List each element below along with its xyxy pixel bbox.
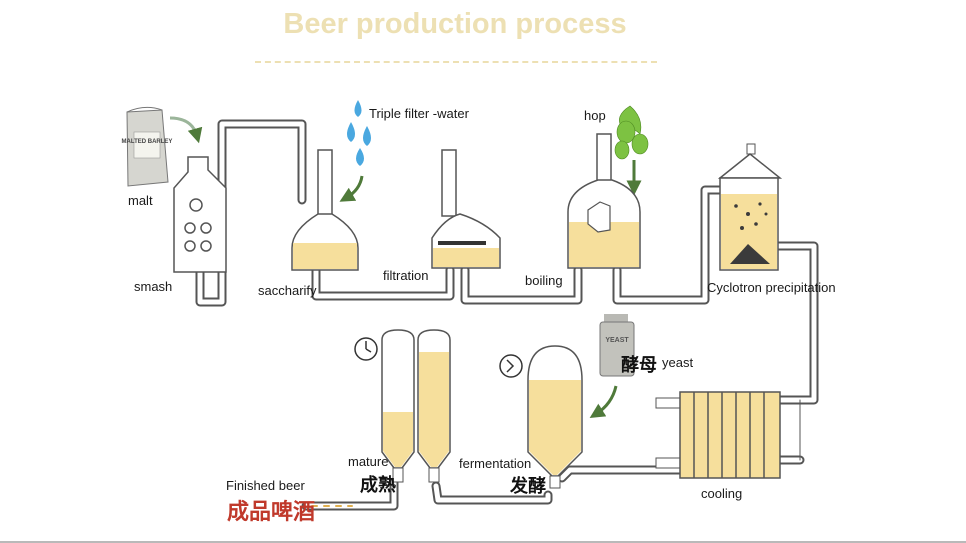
clock-icon — [354, 337, 378, 361]
label-fermentation-cn: 发酵 — [510, 476, 546, 497]
label-cooling: cooling — [701, 486, 743, 501]
malt-bag-icon — [126, 106, 203, 187]
label-hop: hop — [584, 108, 606, 123]
cooling-exchanger — [655, 391, 781, 479]
malt-bag-text: MALTED BARLEY — [122, 139, 173, 145]
label-mature: mature — [348, 454, 389, 469]
saccharify-vessel — [291, 149, 359, 271]
yeast-bottle-icon — [589, 314, 635, 418]
smash-vessel — [173, 156, 227, 273]
water-drops-icon — [347, 100, 371, 166]
label-boiling: boiling — [525, 273, 563, 288]
label-yeast-cn: 酵母 — [621, 355, 657, 376]
boiling-vessel — [567, 133, 641, 269]
fermentation-tank — [527, 345, 583, 489]
label-cyclotron: Cyclotron precipitation — [707, 280, 836, 295]
bottom-border — [0, 541, 966, 543]
yeast-bottle-text: YEAST — [605, 337, 629, 344]
filtration-vessel — [431, 149, 501, 269]
diagram-title: Beer production process — [283, 8, 627, 40]
title-divider — [255, 61, 657, 63]
clock-icon — [499, 354, 523, 378]
label-saccharify: saccharify — [258, 283, 317, 298]
label-filtration: filtration — [383, 268, 429, 283]
label-mature-cn: 成熟 — [360, 475, 396, 496]
label-finished-cn: 成品啤酒 — [227, 500, 316, 525]
label-fermentation: fermentation — [459, 456, 532, 471]
hop-cone-icon — [614, 105, 649, 160]
label-malt: malt — [128, 193, 153, 208]
label-yeast: yeast — [662, 355, 694, 370]
label-finished: Finished beer — [226, 478, 305, 493]
cyclotron-tank — [717, 143, 783, 271]
label-water: Triple filter -water — [369, 106, 469, 121]
mature-tanks — [381, 329, 451, 483]
label-smash: smash — [134, 279, 173, 294]
